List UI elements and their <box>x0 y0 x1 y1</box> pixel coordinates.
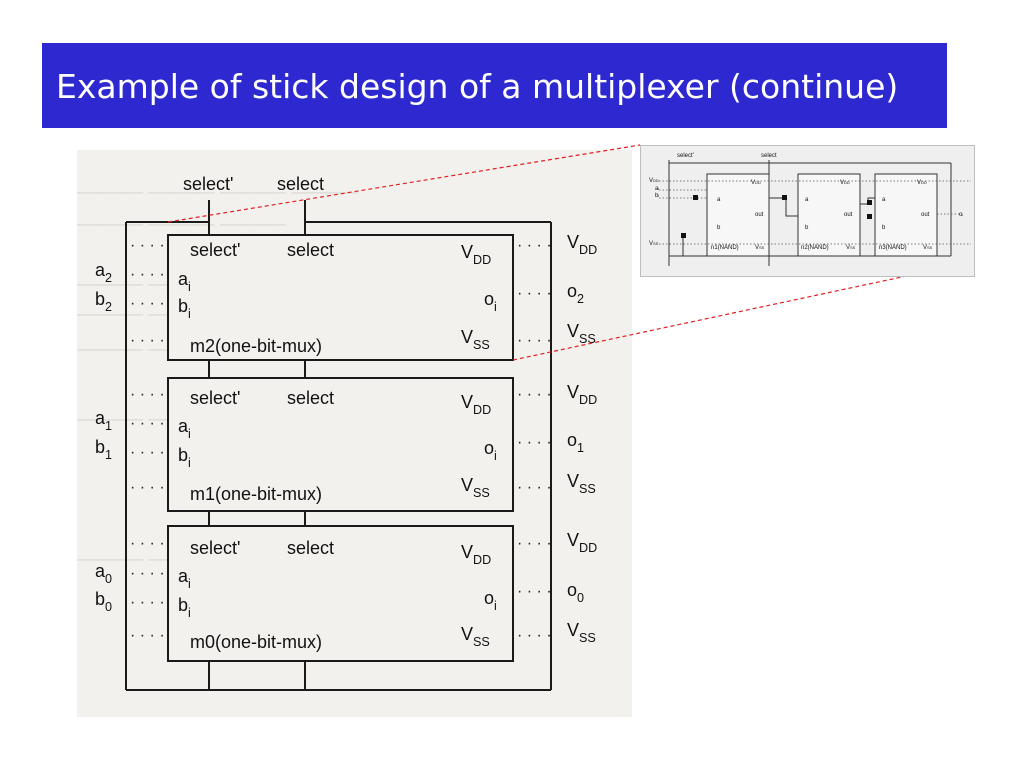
module-select: select <box>287 240 334 260</box>
module-vss: VSS <box>461 475 490 500</box>
inset-gate-a: a <box>882 197 886 203</box>
b2-label: b2 <box>95 289 112 314</box>
module-oi: oi <box>484 438 497 463</box>
module-ai: ai <box>178 566 191 591</box>
module-select: select <box>287 388 334 408</box>
inset-gate-name: n3(NAND) <box>879 245 907 251</box>
module-vdd: VDD <box>461 542 491 567</box>
inset-gate-out: out <box>755 212 764 218</box>
inset-vdd-left: VDD <box>649 178 659 184</box>
module-oi: oi <box>484 289 497 314</box>
dots: · · · · <box>130 386 165 403</box>
o2-label: o2 <box>567 281 584 306</box>
dots: · · · · <box>130 479 165 496</box>
inset-gate-vss: VSS <box>923 245 933 251</box>
inset-gate-vss: VSS <box>755 245 765 251</box>
inset-gate-vdd: VDD <box>751 180 761 186</box>
dots: · · · · <box>517 583 552 600</box>
dots: · · · · <box>517 386 552 403</box>
b0-label: b0 <box>95 589 112 614</box>
dots: · · · · <box>517 535 552 552</box>
inset-gate-vdd: VDD <box>840 180 850 186</box>
dots: · · · · <box>517 479 552 496</box>
dots: · · · · <box>130 565 165 582</box>
dots: · · · · <box>130 295 165 312</box>
dots: · · · · <box>517 434 552 451</box>
outer-vss-m0: VSS <box>567 620 596 645</box>
dots: · · · · <box>517 627 552 644</box>
inset-select-prime: select' <box>677 153 694 159</box>
a1-label: a1 <box>95 408 112 433</box>
module-vss: VSS <box>461 327 490 352</box>
module-m1: select' select VDD ai bi oi m1(one-bit-m… <box>178 388 497 504</box>
dots: · · · · <box>130 266 165 283</box>
o0-label: o0 <box>567 580 584 605</box>
a0-label: a0 <box>95 561 112 586</box>
inset-select: select <box>761 153 777 159</box>
a2-label: a2 <box>95 260 112 285</box>
inset-gate-b: b <box>882 225 886 231</box>
zoom-guide-line <box>512 261 973 361</box>
dots: · · · · <box>130 237 165 254</box>
module-bi: bi <box>178 296 191 321</box>
inset-gate-out: out <box>844 212 853 218</box>
bleed-text: ——— ——— ——— ——— <box>77 178 358 203</box>
outer-vss-m1: VSS <box>567 471 596 496</box>
inset-gate-a: a <box>717 197 721 203</box>
inset-bi-left: bi <box>655 193 659 199</box>
inset-svg: select' select VDD ai bi VSS VDD a out b… <box>649 153 971 266</box>
dots: · · · · <box>130 415 165 432</box>
inset-gate-vdd: VDD <box>917 180 927 186</box>
inset-nand-diagram: select' select VDD ai bi VSS VDD a out b… <box>640 145 975 277</box>
module-vss: VSS <box>461 624 490 649</box>
dots: · · · · <box>130 332 165 349</box>
dots: · · · · <box>517 285 552 302</box>
dots: · · · · <box>130 627 165 644</box>
module-select-prime: select' <box>190 240 240 260</box>
inset-gate-name: n2(NAND) <box>801 245 829 251</box>
inset-vss-left: VSS <box>649 241 659 247</box>
module-bi: bi <box>178 445 191 470</box>
module-name: m1(one-bit-mux) <box>190 484 322 504</box>
module-ai: ai <box>178 416 191 441</box>
inset-gate-out: out <box>921 212 930 218</box>
module-ai: ai <box>178 269 191 294</box>
inset-gate-name: n1(NAND) <box>711 245 739 251</box>
inset-gate-b: b <box>805 225 809 231</box>
module-vdd: VDD <box>461 242 491 267</box>
dots: · · · · <box>517 237 552 254</box>
module-name: m0(one-bit-mux) <box>190 632 322 652</box>
module-select-prime: select' <box>190 538 240 558</box>
dots: · · · · <box>130 444 165 461</box>
top-select-prime-label: select' <box>183 174 233 194</box>
dots: · · · · <box>130 535 165 552</box>
module-select-prime: select' <box>190 388 240 408</box>
module-m0: select' select VDD ai bi oi m0(one-bit-m… <box>178 538 497 652</box>
outer-vdd-m0: VDD <box>567 530 597 555</box>
inset-gate-vss: VSS <box>846 245 856 251</box>
inset-gate-b: b <box>717 225 721 231</box>
title-bar: Example of stick design of a multiplexer… <box>42 43 947 128</box>
module-name: m2(one-bit-mux) <box>190 336 322 356</box>
top-select-label: select <box>277 174 324 194</box>
inset-gate-a: a <box>805 197 809 203</box>
inset-ai-left: ai <box>655 186 659 192</box>
o1-label: o1 <box>567 430 584 455</box>
module-bi: bi <box>178 595 191 620</box>
module-oi: oi <box>484 588 497 613</box>
dots: · · · · <box>130 594 165 611</box>
inset-output: oi <box>959 212 963 218</box>
module-select: select <box>287 538 334 558</box>
outer-vdd-m1: VDD <box>567 382 597 407</box>
outer-vdd-m2: VDD <box>567 232 597 257</box>
outer-vss-m2: VSS <box>567 321 596 346</box>
slide-title: Example of stick design of a multiplexer… <box>56 67 899 106</box>
b1-label: b1 <box>95 437 112 462</box>
module-m2: select' select VDD ai bi oi m2(one-bit-m… <box>178 240 497 356</box>
dots: · · · · <box>517 332 552 349</box>
module-vdd: VDD <box>461 392 491 417</box>
zoom-guide-line <box>167 144 641 223</box>
